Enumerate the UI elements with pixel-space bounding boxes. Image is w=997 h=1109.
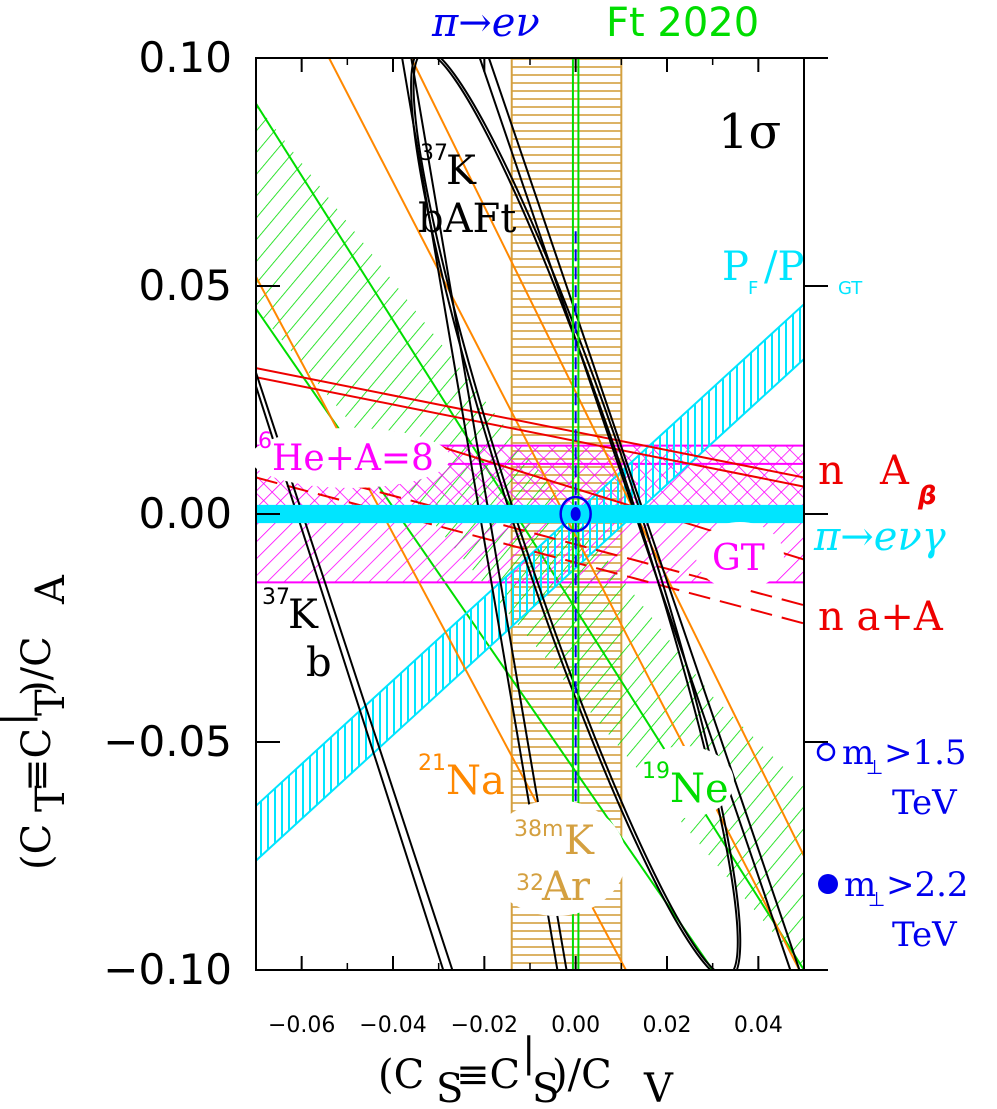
- band-pi-enu-gamma: [256, 504, 804, 524]
- line-nab-b: [256, 376, 804, 488]
- x-tick-label: −0.02: [451, 1013, 518, 1038]
- top-label-pi: π→eν: [431, 0, 540, 46]
- line-na21-c: [410, 58, 804, 857]
- svg-text:>1.5: >1.5: [884, 733, 967, 773]
- marker-m15: [559, 495, 592, 533]
- label-k37-top: 37 K bAFt: [418, 141, 516, 242]
- svg-text:P: P: [722, 244, 749, 290]
- svg-text:m: m: [844, 865, 876, 905]
- band-pfpgt: [256, 302, 804, 862]
- svg-text:37: 37: [262, 585, 290, 610]
- svg-text:|: |: [0, 713, 38, 726]
- label-k38-ar32: 38m K 32 Ar: [486, 800, 626, 916]
- label-n-abeta: n A β: [818, 448, 937, 511]
- x-tick-label: 0.00: [551, 1013, 600, 1038]
- svg-text:21: 21: [418, 751, 446, 776]
- svg-text:T: T: [28, 785, 74, 812]
- svg-text:/P: /P: [764, 244, 804, 290]
- marker-m22: [570, 507, 581, 521]
- label-ne19: 19 Ne: [634, 746, 734, 818]
- svg-text:K: K: [446, 148, 477, 194]
- line-k37b-b: [256, 386, 445, 970]
- svg-text:19: 19: [642, 759, 670, 784]
- y-tick-label: 0.05: [138, 261, 232, 310]
- x-tick-label: 0.02: [643, 1013, 692, 1038]
- svg-text:6: 6: [258, 429, 272, 454]
- label-na21: 21 Na: [418, 751, 505, 804]
- top-label-ft: Ft 2020: [606, 0, 759, 46]
- label-he6: 6 He+A=8: [250, 428, 450, 488]
- axes: −0.06 −0.04 −0.02 0.00 0.02 0.04 0.10 0.05 0.00 −…: [103, 33, 828, 1038]
- svg-text:TeV: TeV: [892, 915, 958, 955]
- ellipse-k37-bAFt: [410, 58, 742, 970]
- svg-text:⊥: ⊥: [866, 755, 883, 779]
- y-tick-label: 0.00: [138, 489, 232, 538]
- svg-text:Ar: Ar: [541, 864, 591, 910]
- x-tick-label: −0.04: [359, 1013, 426, 1038]
- ellipse-k37-bAFt-inner: [412, 58, 739, 970]
- svg-text:⊥: ⊥: [868, 887, 885, 911]
- svg-text:≡C: ≡C: [456, 1052, 520, 1098]
- svg-text:n: n: [818, 448, 844, 494]
- svg-text:38m: 38m: [514, 817, 563, 842]
- svg-text:GT: GT: [712, 538, 765, 579]
- svg-text:Na: Na: [446, 758, 505, 804]
- svg-text:>2.2: >2.2: [886, 865, 969, 905]
- svg-text:32: 32: [516, 871, 544, 896]
- svg-text:K: K: [564, 818, 595, 864]
- svg-text:m: m: [842, 733, 874, 773]
- label-pfpgt: P F /P GT: [722, 244, 863, 299]
- label-gt: GT: [696, 522, 784, 590]
- svg-text:(C: (C: [14, 824, 60, 870]
- y-tick-label: −0.05: [103, 717, 232, 766]
- y-tick-label: 0.10: [138, 33, 232, 82]
- svg-text:He+A=8: He+A=8: [272, 438, 434, 479]
- svg-text:b: b: [306, 640, 332, 686]
- svg-text:bAFt: bAFt: [418, 196, 516, 242]
- y-tick-label: −0.10: [103, 945, 232, 994]
- confidence-label: 1σ: [718, 104, 781, 160]
- svg-text:Ne: Ne: [670, 766, 729, 812]
- svg-text:F: F: [748, 278, 758, 299]
- svg-text:(C: (C: [378, 1052, 424, 1098]
- svg-text:T: T: [28, 689, 74, 716]
- svg-text:A: A: [28, 574, 74, 605]
- svg-text:GT: GT: [838, 278, 863, 299]
- svg-text:V: V: [643, 1066, 674, 1109]
- svg-text:β: β: [917, 481, 937, 511]
- legend-m22: m ⊥ >2.2 TeV: [818, 865, 969, 955]
- svg-text:≡C: ≡C: [14, 728, 60, 792]
- x-tick-label: −0.06: [268, 1013, 335, 1038]
- svg-text:)/C: )/C: [14, 636, 60, 696]
- x-axis-title: (C S ≡C | S )/C V: [378, 1030, 674, 1109]
- label-n-a-plus-a: n a+A: [818, 594, 944, 640]
- svg-text:TeV: TeV: [892, 783, 958, 823]
- x-tick-label: 0.04: [734, 1013, 783, 1038]
- y-axis-title: (C T ≡C | T )/C A: [0, 574, 74, 870]
- svg-text:A: A: [879, 448, 910, 494]
- label-pi-e-nu-gamma: π→eνγ: [813, 514, 946, 560]
- label-k37-b: 37 K b: [262, 585, 332, 686]
- svg-text:37: 37: [420, 141, 448, 166]
- svg-text:)/C: )/C: [552, 1052, 612, 1098]
- svg-text:|: |: [522, 1030, 535, 1076]
- svg-text:S: S: [436, 1066, 463, 1109]
- legend-m15: m ⊥ >1.5 TeV: [816, 733, 967, 823]
- svg-text:K: K: [288, 592, 319, 638]
- svg-text:S: S: [532, 1066, 559, 1109]
- line-nab-a: [256, 367, 804, 479]
